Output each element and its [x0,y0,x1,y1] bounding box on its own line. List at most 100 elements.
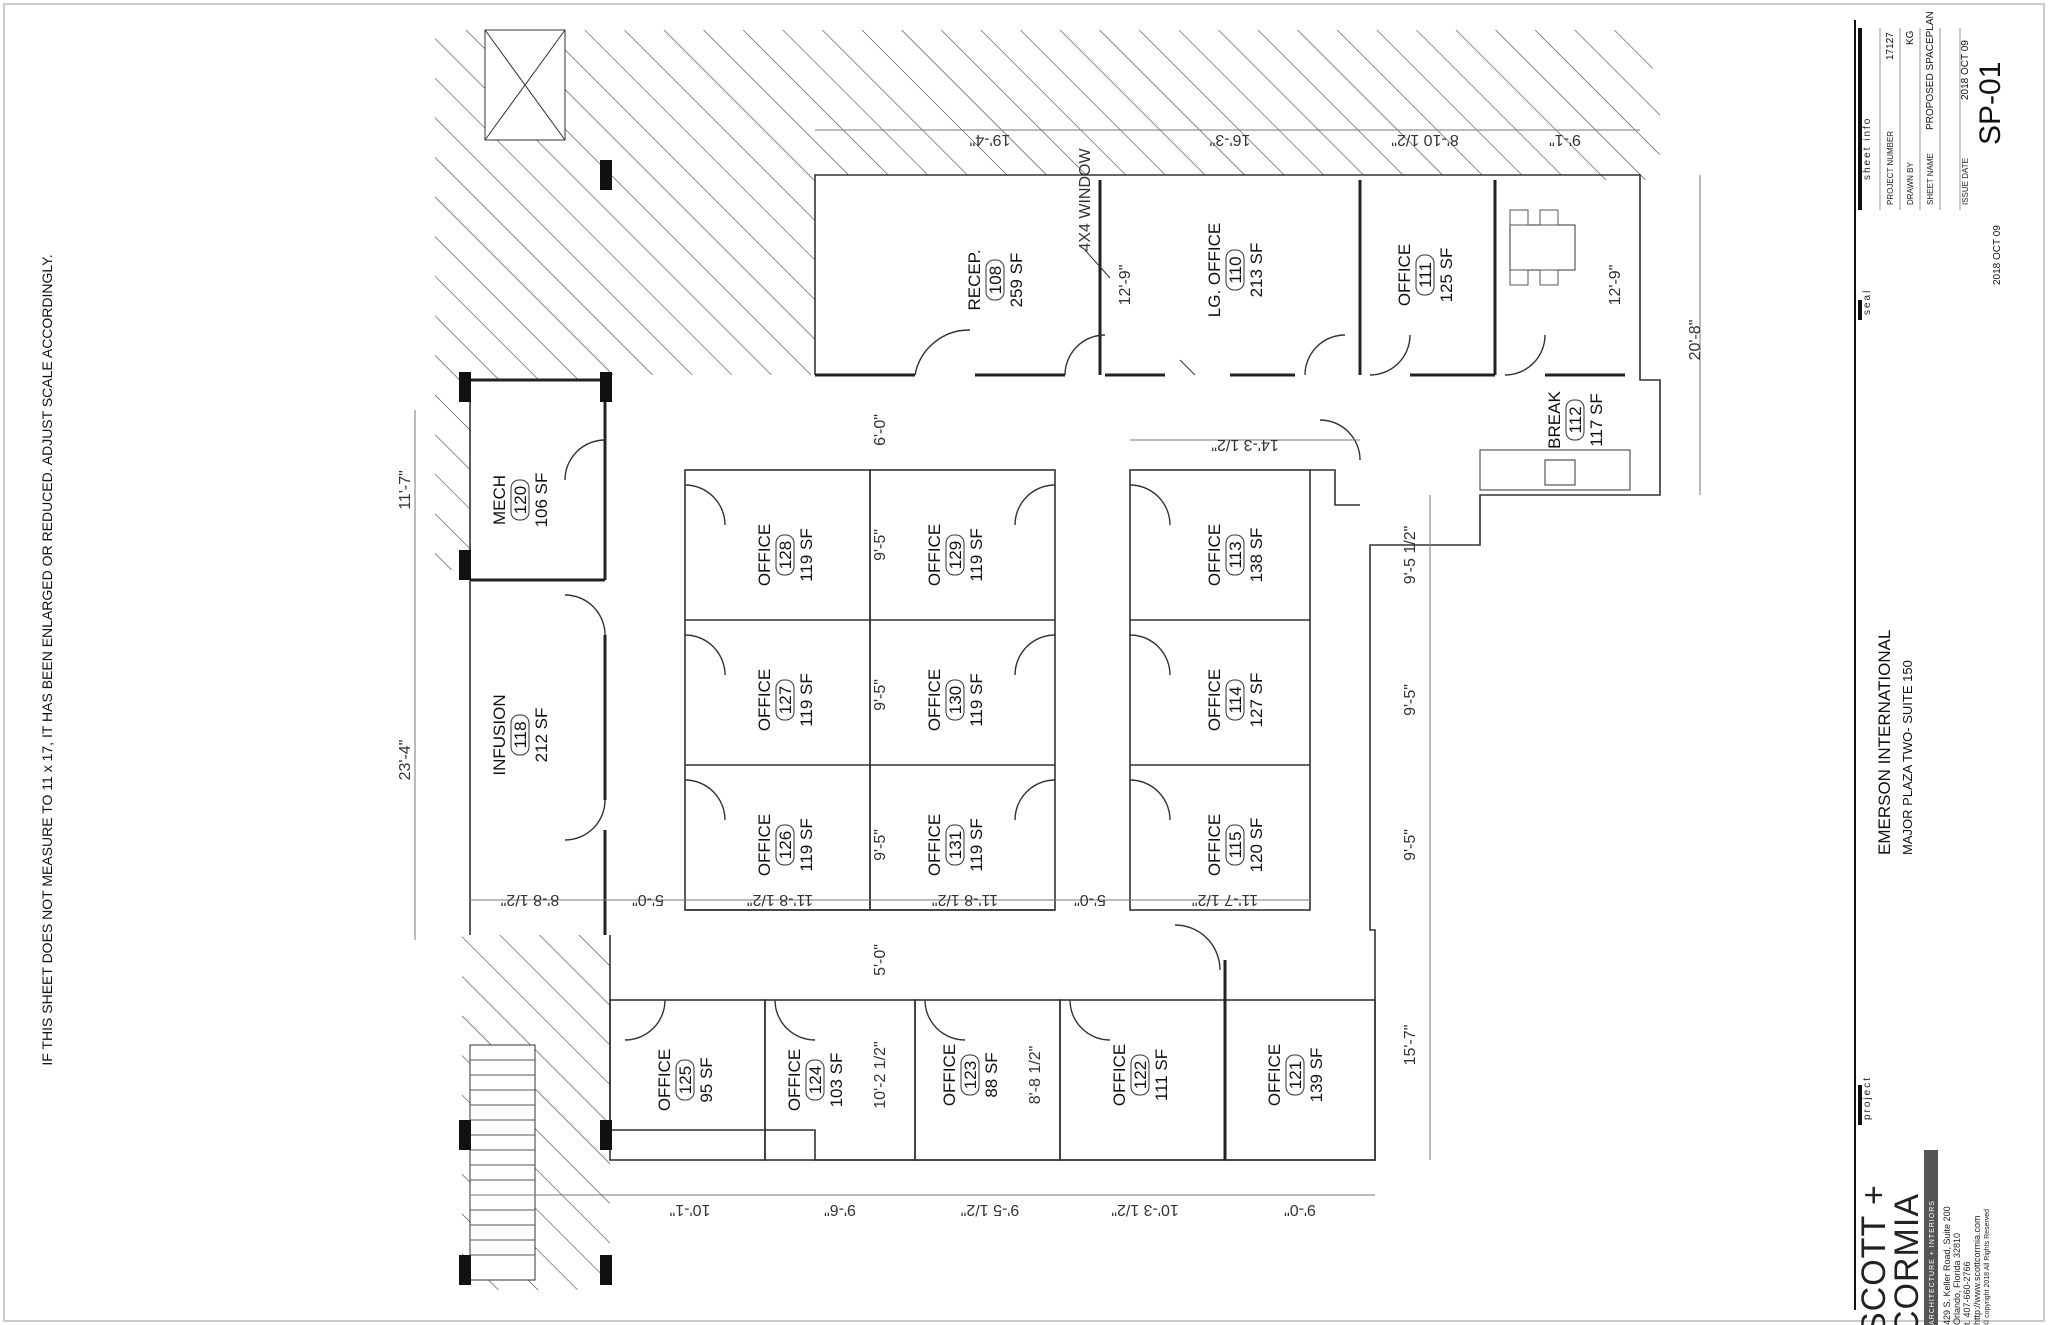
stair [469,1044,536,1281]
room-name: OFFICE [755,669,774,731]
dim-11-7: 11'-7" [397,470,414,510]
room-name: MECH [490,475,509,525]
room-area: 88 SF [982,1052,1001,1097]
room-name: OFFICE [1205,524,1224,586]
window-label: 4X4 WINDOW [1077,148,1094,252]
tb-sheet-name: PROPOSED SPACEPLAN [1925,11,1936,130]
project-name: EMERSON INTERNATIONAL [1875,630,1894,855]
dim-9-5-b: 9'-5" [872,679,889,711]
room-name: OFFICE [1395,244,1414,306]
dim-8-8-b: 8'-8 1/2" [1027,1046,1044,1105]
dim-15-7: 15'-7" [1402,1025,1419,1066]
room-area: 103 SF [827,1053,846,1108]
room-number-tag [510,479,530,521]
dim-top-1: 19'-4" [970,131,1011,148]
room-area: 212 SF [532,708,551,763]
room-area: 106 SF [532,473,551,528]
dim-14-3: 14'-3 1/2" [1211,436,1278,453]
room-number: 108 [986,266,1005,294]
title-block: sheet info PROJECT NUMBER 17127 DRAWN BY… [1854,11,2007,1325]
room-name: OFFICE [1205,669,1224,731]
door-swings [564,329,1546,1041]
room-number-tag [675,1059,695,1101]
dim-5-0-c: 5'-0" [872,944,889,976]
columns [459,160,612,1285]
room-area: 119 SF [797,818,816,872]
tb-drawn-by-label: DRAWN BY [1906,162,1915,205]
dim-6-0: 6'-0" [872,414,889,446]
room-area: 119 SF [797,528,816,582]
dim-12-9-b: 12'-9" [1607,265,1624,306]
room-name: OFFICE [755,524,774,586]
room-number: 112 [1566,406,1585,433]
room-number: 118 [511,721,530,748]
room-name: LG. OFFICE [1205,223,1224,317]
room-number: 129 [946,541,965,569]
room-area: 119 SF [967,528,986,582]
room-area: 95 SF [697,1057,716,1102]
room-number: 113 [1226,541,1245,568]
room-number-tag [510,714,530,756]
tb-issue-date: 2018 OCT 09 [1960,40,1971,100]
room-area: 120 SF [1247,818,1266,873]
room-name: INFUSION [490,694,509,775]
tb-seal: seal [1862,289,1873,315]
room-name: OFFICE [655,1049,674,1111]
dim-20-8: 20'-8" [1687,320,1704,361]
room-number: 125 [676,1066,695,1094]
dim-11-7-b: 11'-7 1/2" [1192,891,1258,908]
dim-9-5-r2: 9'-5" [1402,684,1419,716]
dim-top-4: 9'-1" [1549,131,1581,148]
dim-bottom-5: 9'-0" [1284,1201,1316,1218]
room-number-tag [1415,254,1435,296]
tb-sheet-info: sheet info [1862,117,1873,180]
dim-bottom-3: 9'-5 1/2" [961,1201,1020,1218]
firm-website: http://www.scottcormia.com [1972,1215,1982,1325]
room-area: 117 SF [1587,393,1606,447]
tb-sheet-name-label: SHEET NAME [1926,153,1935,205]
dim-10-2: 10'-2 1/2" [872,1041,889,1108]
room-number-tag [985,259,1005,301]
room-number-tag [945,534,965,576]
dim-9-5-r3: 9'-5" [1402,829,1419,861]
room-number-tag [960,1054,980,1096]
room-number: 131 [946,831,965,859]
room-name: OFFICE [1265,1044,1284,1106]
room-number-tag [805,1059,825,1101]
room-number-tag [1225,679,1245,721]
room-number-tag [945,824,965,866]
dim-8-8-a: 8'-8 1/2" [501,891,560,908]
room-number: 115 [1226,831,1245,858]
room-name: OFFICE [925,814,944,876]
room-area: 119 SF [797,673,816,727]
dim-top-2: 16'-3" [1210,131,1251,148]
dim-12-9-a: 12'-9" [1117,265,1134,306]
room-area: 119 SF [967,673,986,727]
room-name: OFFICE [1205,814,1224,876]
firm-address-2: Orlando, Florida 32810 [1952,1233,1962,1325]
room-number: 127 [776,686,795,714]
dim-9-5-a: 9'-5" [872,529,889,561]
dim-5-0-b: 5'-0" [1074,891,1106,908]
room-number: 123 [961,1061,980,1089]
room-name: OFFICE [785,1049,804,1111]
dim-bottom-4: 10'-3 1/2" [1111,1201,1178,1218]
room-number-tag [1285,1054,1305,1096]
room-number-tag [775,534,795,576]
scale-note: IF THIS SHEET DOES NOT MEASURE TO 11 x 1… [39,254,55,1065]
firm-phone: t. 407-660-2766 [1962,1261,1972,1325]
